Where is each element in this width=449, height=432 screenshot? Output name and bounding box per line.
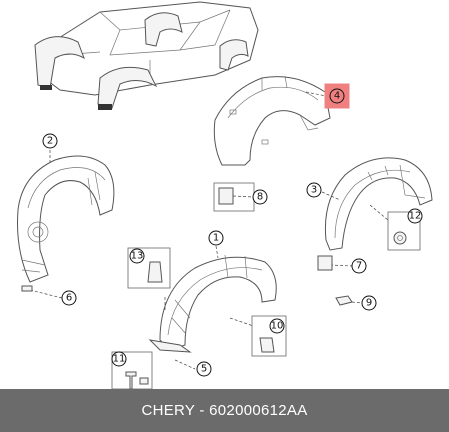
callout-5-label: 5 <box>201 364 207 375</box>
callout-6 <box>61 290 77 306</box>
callout-8-label: 8 <box>257 192 263 203</box>
callout-2-label: 2 <box>47 136 53 147</box>
callout-12 <box>407 208 423 224</box>
callout-9-label: 9 <box>366 298 372 309</box>
part-9-clip <box>335 295 363 306</box>
part-4-liner <box>213 75 331 166</box>
callout-1 <box>208 230 224 246</box>
callout-4-label: 4 <box>334 91 340 102</box>
callout-3-label: 3 <box>311 185 317 196</box>
part-number-caption: CHERY - 602000612AA <box>141 402 308 419</box>
callout-8 <box>252 189 268 205</box>
callout-12-label: 12 <box>409 211 422 222</box>
vehicle-overview <box>34 1 259 110</box>
callout-5 <box>196 361 212 377</box>
callout-7-label: 7 <box>356 261 362 272</box>
callout-3 <box>306 182 322 198</box>
diagram-drawing: 4 8 2 6 <box>17 1 433 389</box>
highlight-marker <box>324 83 350 109</box>
callout-9 <box>361 295 377 311</box>
callout-10-label: 10 <box>271 321 284 332</box>
callout-11-label: 11 <box>113 354 126 365</box>
callout-7 <box>351 258 367 274</box>
part-3-liner <box>317 157 433 271</box>
callout-6-label: 6 <box>66 293 72 304</box>
callout-1-label: 1 <box>213 233 219 244</box>
callout-2 <box>42 133 58 149</box>
callout-4 <box>329 88 345 104</box>
callout-13 <box>129 248 145 264</box>
part-8-clip <box>213 182 255 212</box>
footer-bar: CHERY - 602000612AA <box>0 389 449 432</box>
callout-13-label: 13 <box>131 251 144 262</box>
callout-11 <box>111 351 127 367</box>
part-2-liner <box>17 150 115 299</box>
callout-10 <box>269 318 285 334</box>
